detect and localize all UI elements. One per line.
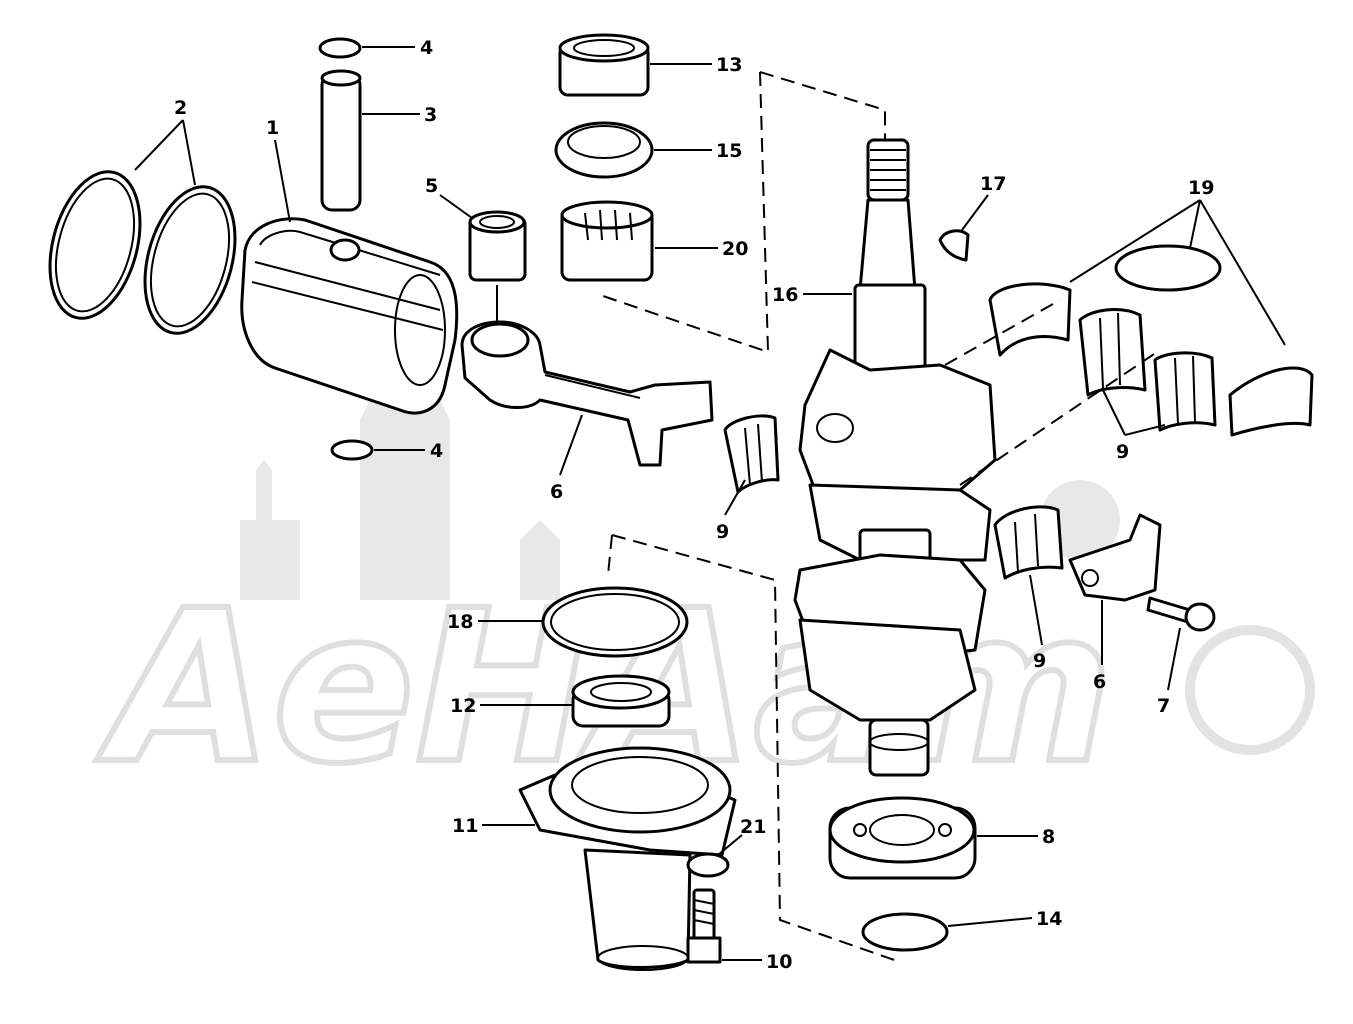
housing-screw xyxy=(686,888,722,964)
callout-18: 18 xyxy=(447,611,473,633)
callouts: 1 2 3 4 4 5 6 6 7 8 9 9 xyxy=(134,37,1286,973)
connecting-rod xyxy=(460,320,714,467)
lower-seal xyxy=(571,674,671,728)
callout-17: 17 xyxy=(980,173,1006,195)
callout-7: 7 xyxy=(1157,695,1170,717)
callout-21: 21 xyxy=(740,816,766,838)
rod-cap-screw xyxy=(1146,596,1216,632)
callout-4-top: 4 xyxy=(420,37,433,59)
top-seal xyxy=(554,121,654,179)
assembly-lines xyxy=(599,71,1161,963)
rod-cap xyxy=(1068,513,1162,602)
needle-bearing-top xyxy=(560,200,654,282)
callout-4-bottom: 4 xyxy=(430,440,443,462)
callout-9-right: 9 xyxy=(1116,441,1129,463)
callout-9-left: 9 xyxy=(716,521,729,543)
crankshaft xyxy=(793,138,997,777)
callout-6-cap: 6 xyxy=(1093,671,1106,693)
bearing-retainer-left xyxy=(988,282,1072,357)
callout-9-lower: 9 xyxy=(1033,650,1046,672)
callout-16: 16 xyxy=(772,284,798,306)
retaining-ring xyxy=(1114,244,1222,292)
lower-bearing-housing xyxy=(518,746,737,971)
piston-rings xyxy=(48,170,237,335)
pin-bearing xyxy=(468,210,527,282)
top-bearing-cup xyxy=(558,33,650,97)
lock-ring-bottom xyxy=(330,439,374,461)
callout-20: 20 xyxy=(722,238,748,260)
callout-1: 1 xyxy=(266,117,279,139)
wrist-pin xyxy=(320,69,362,212)
callout-6-rod: 6 xyxy=(550,481,563,503)
callout-13: 13 xyxy=(716,54,742,76)
callout-14: 14 xyxy=(1036,908,1062,930)
lock-ring-top xyxy=(318,37,362,59)
callout-10: 10 xyxy=(766,951,792,973)
callout-11: 11 xyxy=(452,815,478,837)
bearing-retainer-right xyxy=(1228,366,1314,437)
rod-bearing-center-2 xyxy=(1153,351,1217,432)
callout-15: 15 xyxy=(716,140,742,162)
rod-bearing-lower xyxy=(993,505,1064,580)
o-ring xyxy=(541,586,689,658)
snap-ring xyxy=(861,912,949,952)
callout-12: 12 xyxy=(450,695,476,717)
rod-bearing-left xyxy=(723,414,780,494)
callout-3: 3 xyxy=(424,104,437,126)
callout-5: 5 xyxy=(425,175,438,197)
woodruff-key xyxy=(938,229,970,262)
washer xyxy=(686,852,730,878)
callout-2: 2 xyxy=(174,97,187,119)
callout-8: 8 xyxy=(1042,826,1055,848)
ball-bearing xyxy=(828,796,977,880)
piston xyxy=(240,217,459,415)
callout-19: 19 xyxy=(1188,177,1214,199)
